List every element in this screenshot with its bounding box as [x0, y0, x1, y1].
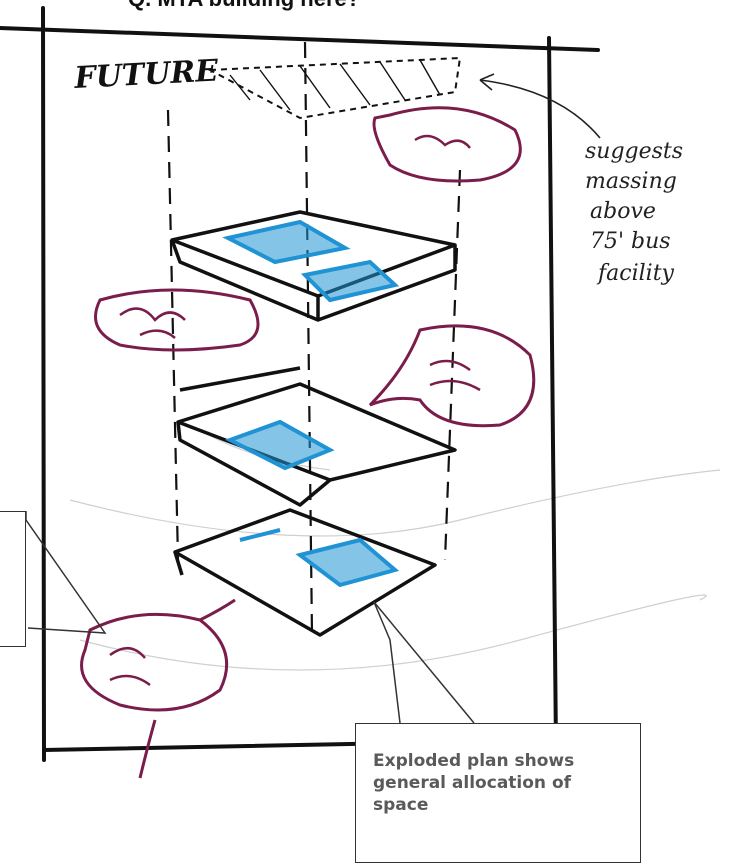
dashed-columns [166, 41, 462, 636]
site-frame [0, 6, 600, 762]
floor-plate [173, 508, 437, 637]
program-block [222, 219, 400, 588]
callout-right: Exploded plan shows general allocation o… [355, 723, 641, 863]
side-note: suggests massing above 75' bus facility [585, 139, 690, 286]
note-arrow [479, 79, 601, 139]
callout-leader [25, 511, 475, 724]
top-heading: Q. MTA building here? [128, 0, 360, 12]
side-note-line: 75' bus [590, 229, 671, 254]
side-note-line: above [590, 199, 656, 224]
callout-right-text: Exploded plan shows general allocation o… [373, 751, 575, 815]
future-massing [206, 56, 462, 120]
side-note-line: massing [585, 169, 677, 194]
future-label: FUTURE [73, 53, 221, 96]
comment-bubble [80, 106, 536, 779]
floor-plate [170, 210, 457, 322]
callout-left [0, 511, 26, 647]
side-note-line: facility [596, 261, 675, 286]
side-note-line: suggests [585, 139, 683, 164]
floor-plate [176, 366, 457, 507]
